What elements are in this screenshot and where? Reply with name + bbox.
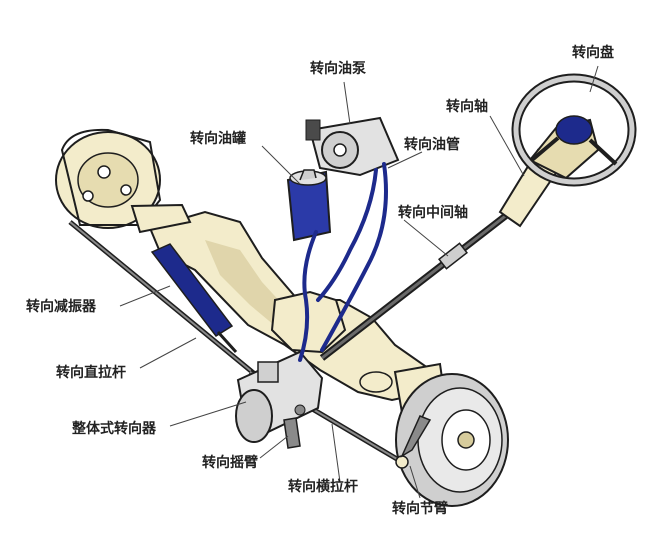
steering-oil-pipes [298,162,388,362]
label-integral-steering-gear: 整体式转向器 [72,421,156,437]
label-steering-reservoir: 转向油罐 [190,131,246,147]
intermediate-shaft-core [321,212,509,360]
label-steering-damper: 转向减振器 [26,299,96,315]
steering-damper [150,243,238,354]
leader-lines [119,65,599,499]
label-pitman-arm: 转向摇臂 [202,455,258,471]
tie-rod-end [395,455,409,469]
integral-steering-gear [235,350,324,443]
label-drag-link: 转向直拉杆 [56,365,126,381]
label-intermediate-shaft: 转向中间轴 [398,205,468,221]
steering-reservoir [286,169,332,242]
steering-wheel [511,73,637,187]
label-tie-rod: 转向横拉杆 [288,479,358,495]
left-wheel-hub [55,128,192,234]
knuckle-arm [400,415,432,458]
pitman-arm [283,417,301,449]
label-steering-shaft: 转向轴 [446,99,488,115]
label-steering-oil-pipe: 转向油管 [404,137,460,153]
label-power-steering-pump: 转向油泵 [310,61,366,77]
right-wheel-hub [359,362,509,507]
drag-link-highlight [69,221,263,381]
label-steering-wheel: 转向盘 [572,45,614,61]
shaft-u-joint [438,242,468,270]
label-knuckle-arm: 转向节臂 [392,501,448,517]
power-steering-pump [305,116,400,177]
